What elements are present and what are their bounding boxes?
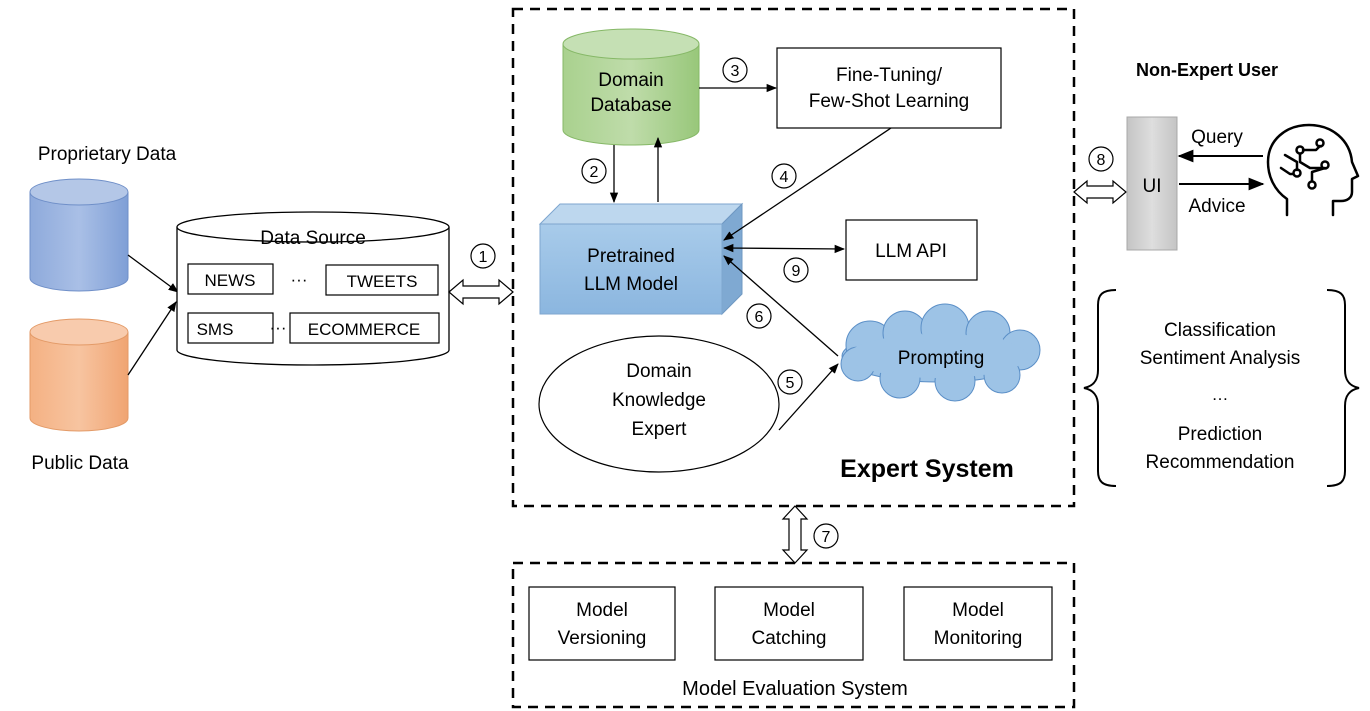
llm-line1: Pretrained [587,246,675,267]
arrow-public-to-source [127,301,177,376]
double-arrow-expert-ui [1073,179,1127,205]
model-versioning-line1: Model [576,600,628,621]
step-6-label: 6 [755,309,764,326]
public-data-label: Public Data [31,453,129,474]
step-7-label: 7 [822,529,831,546]
domain-database-line2: Database [590,95,671,116]
step-7-circle [813,523,839,549]
fine-tuning-box [776,47,1002,129]
ellipsis-bottom: ··· [270,318,287,337]
left-curly-brace [1083,289,1117,487]
news-label: NEWS [205,271,256,290]
task-ellipsis: … [1212,385,1229,404]
right-curly-brace [1326,289,1360,487]
step-8-circle [1088,146,1114,172]
model-versioning-box [528,586,676,661]
tweets-label: TWEETS [347,272,418,291]
domain-database-cylinder [562,28,700,146]
public-data-cylinder [29,318,129,432]
step-8-label: 8 [1097,152,1106,169]
model-monitoring-line2: Monitoring [934,628,1023,649]
evaluation-title: Model Evaluation System [682,678,908,700]
sms-box [187,312,274,344]
expert-system-frame [511,7,1076,508]
llm-api-box [845,219,978,281]
prompting-label: Prompting [898,348,985,369]
pretrained-llm-box [538,202,744,316]
ecommerce-label: ECOMMERCE [308,320,420,339]
model-catching-box [714,586,864,661]
ui-box [1126,116,1178,251]
arrow-proprietary-to-source [127,254,179,293]
domain-database-line1: Domain [598,70,663,91]
task-prediction: Prediction [1178,424,1263,445]
query-label: Query [1191,127,1243,148]
task-recommendation: Recommendation [1146,452,1295,473]
expert-system-title: Expert System [840,455,1014,483]
ellipsis-top: ··· [291,270,308,289]
proprietary-data-cylinder [29,178,129,292]
arrow-prompting-to-llm [723,255,839,357]
tweets-box [325,264,439,296]
non-expert-user-title: Non-Expert User [1136,60,1278,80]
ai-head-icon [1266,123,1360,217]
prompting-cloud [840,303,1041,402]
step-6-circle [746,303,772,329]
fine-tuning-line1: Fine-Tuning/ [836,65,943,86]
arrow-llm-api [722,243,846,254]
double-arrow-expert-eval [781,505,809,564]
model-monitoring-line1: Model [952,600,1004,621]
fine-tuning-line2: Few-Shot Learning [809,91,970,112]
domain-expert-ellipse [538,335,780,473]
ecommerce-box [289,312,440,344]
step-2-label: 2 [590,164,599,181]
domain-expert-line2: Knowledge [612,390,706,411]
step-5-circle [777,369,803,395]
news-box [187,263,274,295]
domain-expert-line3: Expert [632,419,688,440]
model-versioning-line2: Versioning [558,628,647,649]
step-3-circle [722,57,748,83]
ui-label: UI [1143,176,1162,197]
llm-line2: LLM Model [584,274,678,295]
model-monitoring-box [903,586,1053,661]
step-5-label: 5 [786,375,795,392]
domain-expert-line1: Domain [626,361,691,382]
step-2-circle [581,158,607,184]
sms-label: SMS [197,320,234,339]
double-arrow-source-expert [448,278,514,306]
step-4-circle [771,163,797,189]
evaluation-frame [511,561,1076,709]
arrow-finetuning-to-llm [723,127,892,241]
task-classification: Classification [1164,320,1276,341]
step-4-label: 4 [780,169,789,186]
step-1-label: 1 [479,249,488,266]
task-sentiment: Sentiment Analysis [1140,348,1301,369]
step-1-circle [470,243,496,269]
llm-api-label: LLM API [875,241,947,262]
proprietary-data-label: Proprietary Data [38,144,177,165]
arrow-expert-to-prompting [778,363,839,431]
step-3-label: 3 [731,63,740,80]
advice-label: Advice [1188,196,1245,217]
model-catching-line2: Catching [752,628,827,649]
data-source-title: Data Source [260,228,366,249]
model-catching-line1: Model [763,600,815,621]
step-9-label: 9 [792,263,801,280]
step-9-circle [783,257,809,283]
